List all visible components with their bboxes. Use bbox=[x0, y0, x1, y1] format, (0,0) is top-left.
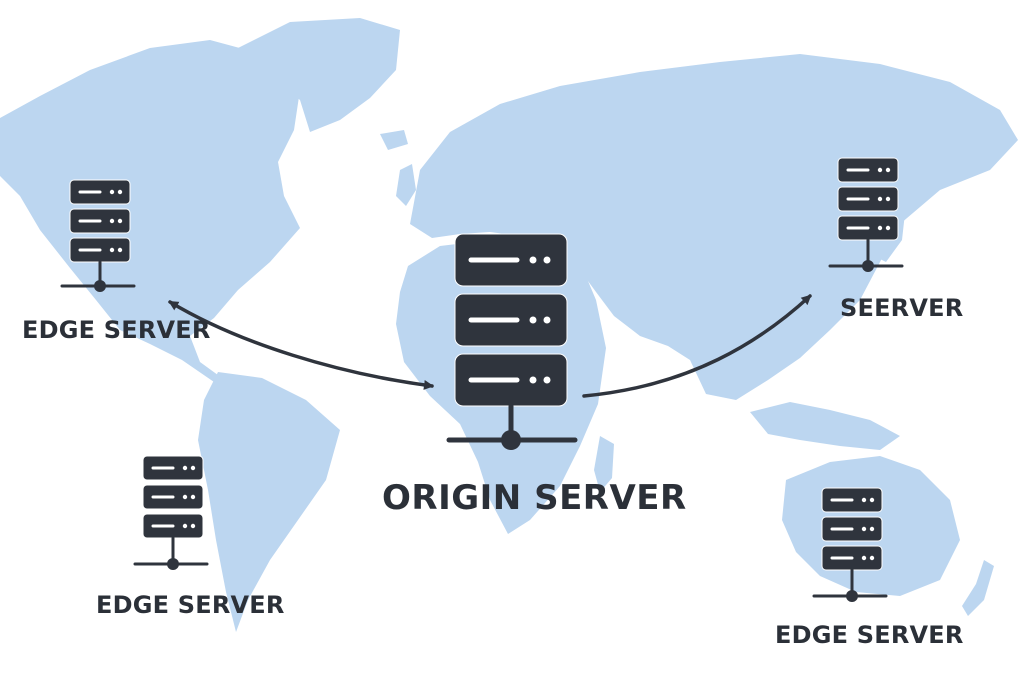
origin-server-rack-icon bbox=[446, 233, 578, 450]
greenland-landmass bbox=[230, 18, 400, 132]
server-rack-icon bbox=[133, 455, 209, 570]
south-america-landmass bbox=[198, 372, 340, 632]
uk-landmass bbox=[396, 164, 416, 206]
madagascar-landmass bbox=[594, 436, 614, 492]
edge-server-north-america-label: EDGE SERVER bbox=[22, 316, 211, 344]
iceland-landmass bbox=[380, 130, 408, 150]
eurasia-landmass bbox=[410, 54, 1018, 400]
southeast-asia-islands bbox=[750, 402, 900, 450]
connection-lines bbox=[168, 294, 812, 398]
server-rack-icon bbox=[828, 157, 904, 272]
edge-server-south-america-label: EDGE SERVER bbox=[96, 591, 285, 619]
connection-origin-to-asia bbox=[582, 294, 812, 398]
connection-origin-to-north-america bbox=[168, 300, 434, 390]
server-rack-icon bbox=[60, 179, 136, 292]
server-icons bbox=[60, 157, 904, 602]
edge-server-australia-label: EDGE SERVER bbox=[775, 621, 964, 649]
edge-server-asia-label: SEERVER bbox=[840, 294, 964, 322]
origin-server-label: ORIGIN SERVER bbox=[382, 478, 687, 518]
server-rack-icon bbox=[812, 487, 888, 602]
new-zealand-landmass bbox=[962, 560, 994, 616]
